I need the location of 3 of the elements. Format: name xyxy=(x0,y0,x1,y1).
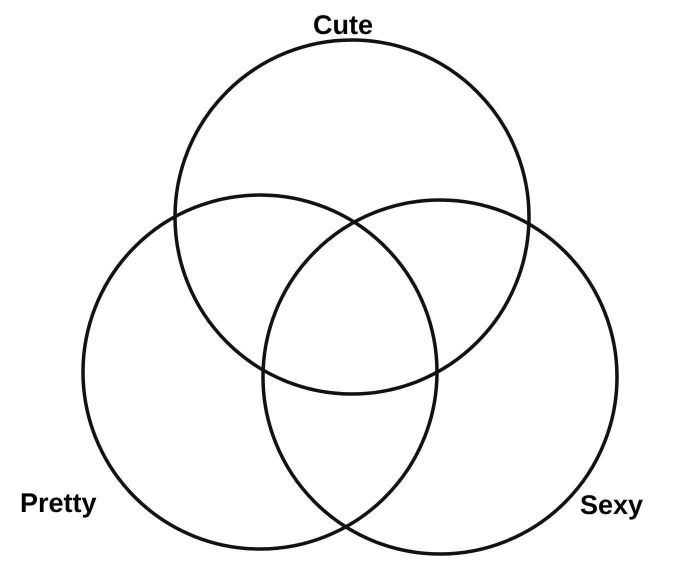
set-label: Pretty xyxy=(20,490,97,517)
set-label: Cute xyxy=(313,12,373,39)
set-label: Sexy xyxy=(580,492,644,519)
